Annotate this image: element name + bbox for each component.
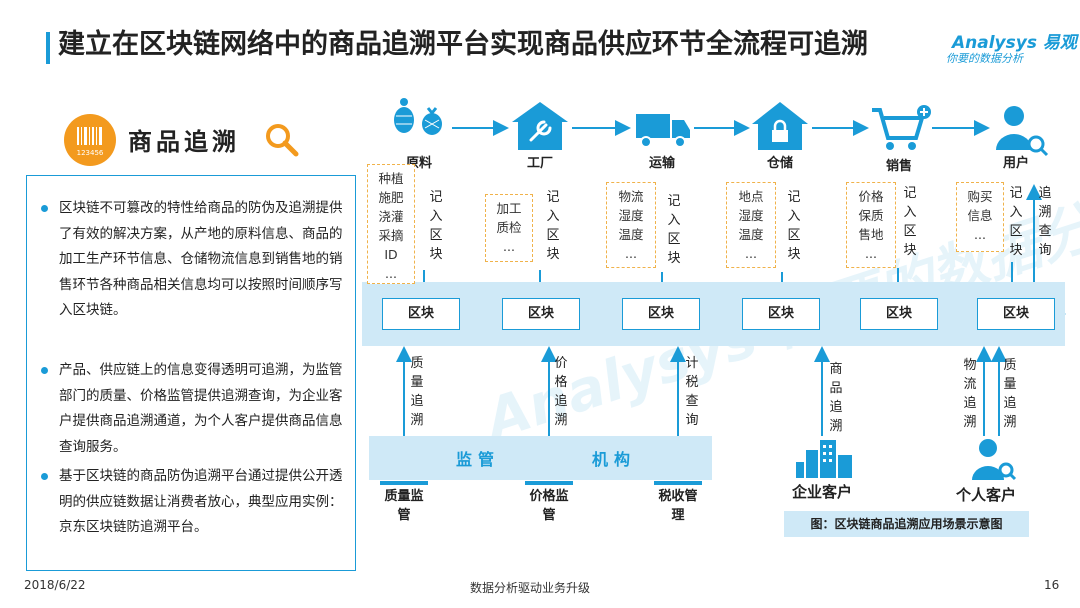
description-item: 产品、供应链上的信息变得透明可追溯，为监管部门的质量、价格监管提供追溯查询，为企… xyxy=(41,358,345,460)
record-label: 记入区块 xyxy=(429,190,443,262)
stage-info-box: 物流湿度温度... xyxy=(606,182,656,268)
individual-user-icon xyxy=(972,439,1017,481)
truck-icon xyxy=(636,114,690,148)
block-node: 区块 xyxy=(382,298,460,330)
brand-slogan: 你要的数据分析 xyxy=(946,52,1023,65)
fruit-icon xyxy=(394,98,442,135)
user-search-icon xyxy=(996,106,1049,157)
regulator-band-label: 监管 xyxy=(456,450,501,469)
regulator-query-label: 计税查询 xyxy=(685,356,699,428)
stage-label: 运输 xyxy=(648,156,675,171)
blockchain-band xyxy=(362,282,1065,346)
description-text: 基于区块链的商品防伪追溯平台通过提供公开透明的供应链数据让消费者放心，典型应用实… xyxy=(59,468,343,535)
regulator-band-label: 机构 xyxy=(592,450,637,469)
enterprise-label: 企业客户 xyxy=(792,483,853,501)
badge-code: 123456 xyxy=(77,149,104,157)
page-title: 建立在区块链网络中的商品追溯平台实现商品供应环节全流程可追溯 xyxy=(58,29,868,60)
description-item: 区块链不可篡改的特性给商品的防伪及追溯提供了有效的解决方案，从产地的原料信息、商… xyxy=(41,196,345,324)
figure-caption: 图：区块链商品追溯应用场景示意图 xyxy=(784,511,1029,537)
regulator-query-label: 质量追溯 xyxy=(410,356,424,428)
block-node: 区块 xyxy=(977,298,1055,330)
enterprise-query-label: 商品追溯 xyxy=(829,362,843,434)
individual-query-label: 物流追溯 xyxy=(963,358,977,430)
title-accent-bar xyxy=(46,32,50,64)
description-text: 产品、供应链上的信息变得透明可追溯，为监管部门的质量、价格监管提供追溯查询，为企… xyxy=(59,362,343,455)
stage-label: 销售 xyxy=(885,159,912,174)
section-label: 商品追溯 xyxy=(128,128,240,156)
record-label: 记入区块 xyxy=(787,190,801,262)
regulator-query-arrows xyxy=(396,346,1007,440)
bullet-icon xyxy=(41,367,48,374)
stage-info-box: 加工质检... xyxy=(485,194,533,262)
regulator-label: 价格监管 xyxy=(529,489,569,523)
stage-label: 用户 xyxy=(1002,156,1029,171)
regulator-band xyxy=(369,436,712,480)
record-label: 记入区块 xyxy=(903,186,917,258)
brand-logo: Analysys 易观 xyxy=(952,33,1077,53)
description-item: 基于区块链的商品防伪追溯平台通过提供公开透明的供应链数据让消费者放心，典型应用实… xyxy=(41,464,345,541)
description-text: 区块链不可篡改的特性给商品的防伪及追溯提供了有效的解决方案，从产地的原料信息、商… xyxy=(59,200,343,318)
regulator-label: 质量监管 xyxy=(384,489,424,523)
record-label: 记入区块 xyxy=(667,194,681,266)
page-number: 16 xyxy=(1044,578,1060,592)
block-node: 区块 xyxy=(502,298,580,330)
individual-query-label: 质量追溯 xyxy=(1003,358,1017,430)
stage-label: 仓储 xyxy=(766,156,793,171)
individual-label: 个人客户 xyxy=(956,486,1017,504)
query-label: 追溯查询 xyxy=(1038,186,1052,258)
bullet-icon xyxy=(41,473,48,480)
stage-info-box: 购买信息... xyxy=(956,182,1004,252)
description-box: 区块链不可篡改的特性给商品的防伪及追溯提供了有效的解决方案，从产地的原料信息、商… xyxy=(26,175,356,571)
block-node: 区块 xyxy=(860,298,938,330)
block-node: 区块 xyxy=(622,298,700,330)
footer-date: 2018/6/22 xyxy=(24,578,86,592)
stage-info-box: 地点湿度温度... xyxy=(726,182,776,268)
regulator-query-label: 价格追溯 xyxy=(554,356,568,428)
record-label: 记入区块 xyxy=(1009,186,1023,258)
shopping-cart-icon xyxy=(872,105,931,150)
warehouse-lock-icon xyxy=(752,102,808,150)
block-node: 区块 xyxy=(742,298,820,330)
stage-label: 工厂 xyxy=(526,156,553,171)
footer-slogan: 数据分析驱动业务升级 xyxy=(470,581,591,595)
regulator-label: 税收管理 xyxy=(658,489,698,523)
magnifier-icon xyxy=(264,122,300,158)
enterprise-building-icon xyxy=(796,440,852,478)
record-label: 记入区块 xyxy=(546,190,560,262)
stage-info-box: 价格保质售地... xyxy=(846,182,896,268)
factory-icon xyxy=(512,102,568,150)
bullet-icon xyxy=(41,205,48,212)
barcode-badge-icon: 123456 xyxy=(64,114,116,166)
